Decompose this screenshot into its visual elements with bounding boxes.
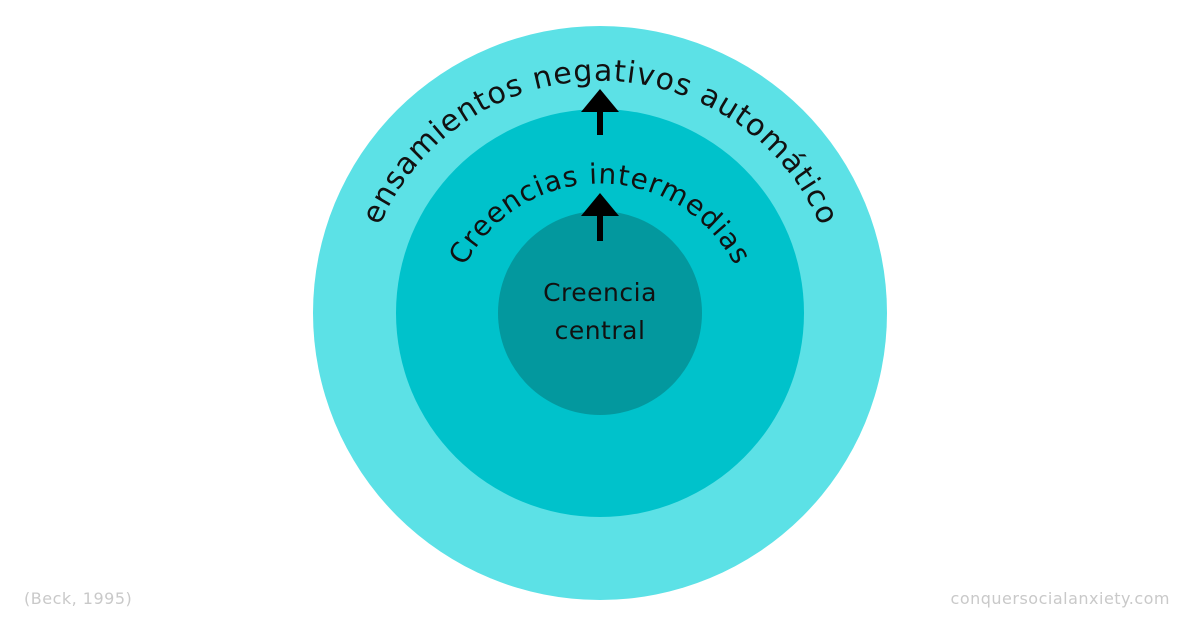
arrow-up-icon (581, 89, 619, 135)
inner-circle (498, 211, 702, 415)
website-link[interactable]: conquersocialanxiety.com (950, 589, 1170, 608)
center-label-line1: Creencia (543, 278, 657, 307)
arrow-up-icon (581, 193, 619, 241)
citation-text: (Beck, 1995) (24, 589, 133, 608)
center-label-line2: central (555, 316, 646, 345)
